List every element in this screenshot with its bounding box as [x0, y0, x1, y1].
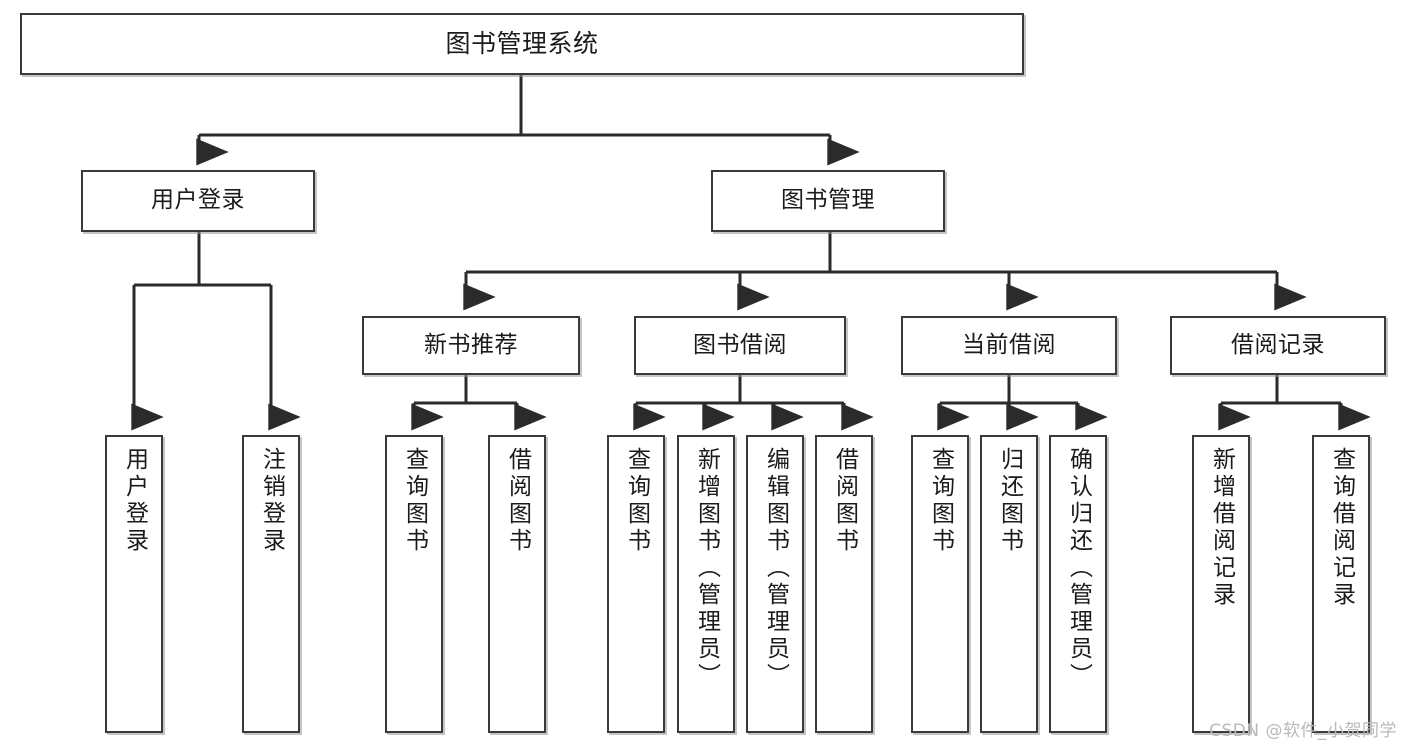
node-leaf-add-record[interactable]: 新增借阅记录 — [1192, 435, 1250, 733]
node-book-management[interactable]: 图书管理 — [711, 170, 945, 232]
node-leaf-query-book-3[interactable]: 查询图书 — [911, 435, 969, 733]
node-leaf-borrow-book-2[interactable]: 借阅图书 — [815, 435, 873, 733]
node-root-label: 图书管理系统 — [445, 29, 599, 59]
node-leaf-logout-label: 注销登录 — [258, 447, 285, 555]
node-user-login[interactable]: 用户登录 — [81, 170, 315, 232]
node-borrow-record[interactable]: 借阅记录 — [1170, 316, 1386, 375]
node-leaf-edit-book-label: 编辑图书（管理员） — [762, 447, 789, 690]
node-leaf-query-record[interactable]: 查询借阅记录 — [1312, 435, 1370, 733]
node-user-login-label: 用户登录 — [151, 187, 245, 214]
node-new-book-recommend-label: 新书推荐 — [424, 331, 518, 358]
node-leaf-confirm-return-label: 确认归还（管理员） — [1065, 447, 1092, 690]
node-leaf-query-book-3-label: 查询图书 — [927, 447, 954, 555]
node-book-borrow[interactable]: 图书借阅 — [634, 316, 846, 375]
node-leaf-add-book[interactable]: 新增图书（管理员） — [677, 435, 735, 733]
node-leaf-query-book-1-label: 查询图书 — [401, 447, 428, 555]
node-leaf-query-book-2[interactable]: 查询图书 — [607, 435, 665, 733]
node-leaf-borrow-book-2-label: 借阅图书 — [831, 447, 858, 555]
node-leaf-query-book-1[interactable]: 查询图书 — [385, 435, 443, 733]
node-leaf-edit-book[interactable]: 编辑图书（管理员） — [746, 435, 804, 733]
node-root[interactable]: 图书管理系统 — [20, 13, 1024, 75]
node-leaf-query-book-2-label: 查询图书 — [623, 447, 650, 555]
node-borrow-record-label: 借阅记录 — [1231, 331, 1325, 358]
node-leaf-user-login[interactable]: 用户登录 — [105, 435, 163, 733]
node-leaf-return-book[interactable]: 归还图书 — [980, 435, 1038, 733]
node-book-borrow-label: 图书借阅 — [693, 331, 787, 358]
node-leaf-return-book-label: 归还图书 — [996, 447, 1023, 555]
node-leaf-query-record-label: 查询借阅记录 — [1328, 447, 1355, 609]
node-book-management-label: 图书管理 — [781, 187, 875, 214]
node-leaf-logout[interactable]: 注销登录 — [242, 435, 300, 733]
node-leaf-borrow-book-1-label: 借阅图书 — [504, 447, 531, 555]
node-new-book-recommend[interactable]: 新书推荐 — [362, 316, 580, 375]
node-leaf-confirm-return[interactable]: 确认归还（管理员） — [1049, 435, 1107, 733]
node-leaf-add-book-label: 新增图书（管理员） — [693, 447, 720, 690]
node-current-borrow[interactable]: 当前借阅 — [901, 316, 1117, 375]
node-leaf-borrow-book-1[interactable]: 借阅图书 — [488, 435, 546, 733]
node-current-borrow-label: 当前借阅 — [962, 331, 1056, 358]
watermark: CSDN @软件_小贺同学 — [1209, 721, 1397, 741]
node-leaf-add-record-label: 新增借阅记录 — [1208, 447, 1235, 609]
node-leaf-user-login-label: 用户登录 — [121, 447, 148, 555]
